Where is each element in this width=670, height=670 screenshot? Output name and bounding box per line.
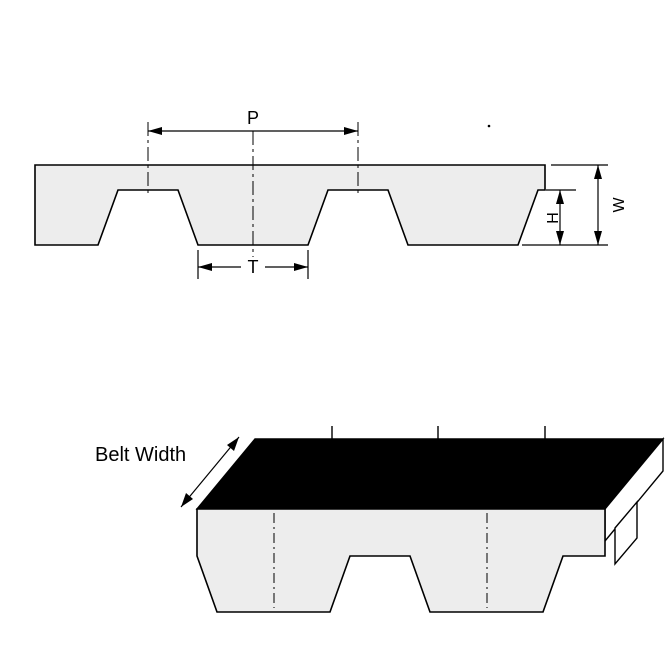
arrowhead-down-icon bbox=[594, 231, 602, 245]
belt-width-dimension: Belt Width bbox=[95, 436, 240, 508]
belt-profile bbox=[34, 164, 546, 246]
belt-thickness-label: W bbox=[611, 197, 628, 213]
belt-width-label: Belt Width bbox=[95, 444, 186, 466]
profile-view: P T H W bbox=[34, 108, 628, 279]
arrowhead-up-right-icon bbox=[227, 437, 239, 451]
tooth-width-label: T bbox=[248, 257, 259, 277]
thickness-dimension: W bbox=[551, 164, 628, 245]
arrowhead-down-left-icon bbox=[181, 493, 193, 507]
pitch-dimension: P bbox=[148, 108, 358, 135]
tooth-height-dimension: H bbox=[522, 189, 608, 246]
pitch-label: P bbox=[247, 108, 259, 128]
speck bbox=[487, 124, 491, 128]
arrowhead-up-icon bbox=[594, 165, 602, 179]
belt-end-tooth bbox=[614, 500, 638, 566]
arrowhead-left-icon bbox=[198, 263, 212, 271]
arrowhead-left-icon bbox=[148, 127, 162, 135]
belt-width-dimension-line bbox=[180, 436, 240, 508]
arrowhead-right-icon bbox=[344, 127, 358, 135]
isometric-view: Belt Width bbox=[95, 426, 665, 613]
arrowhead-up-icon bbox=[556, 190, 564, 204]
arrowhead-right-icon bbox=[294, 263, 308, 271]
belt-front-face bbox=[196, 508, 606, 613]
arrowhead-down-icon bbox=[556, 231, 564, 245]
belt-top-face bbox=[195, 438, 665, 510]
tooth-height-label: H bbox=[545, 212, 562, 224]
tooth-width-dimension: T bbox=[197, 250, 309, 279]
